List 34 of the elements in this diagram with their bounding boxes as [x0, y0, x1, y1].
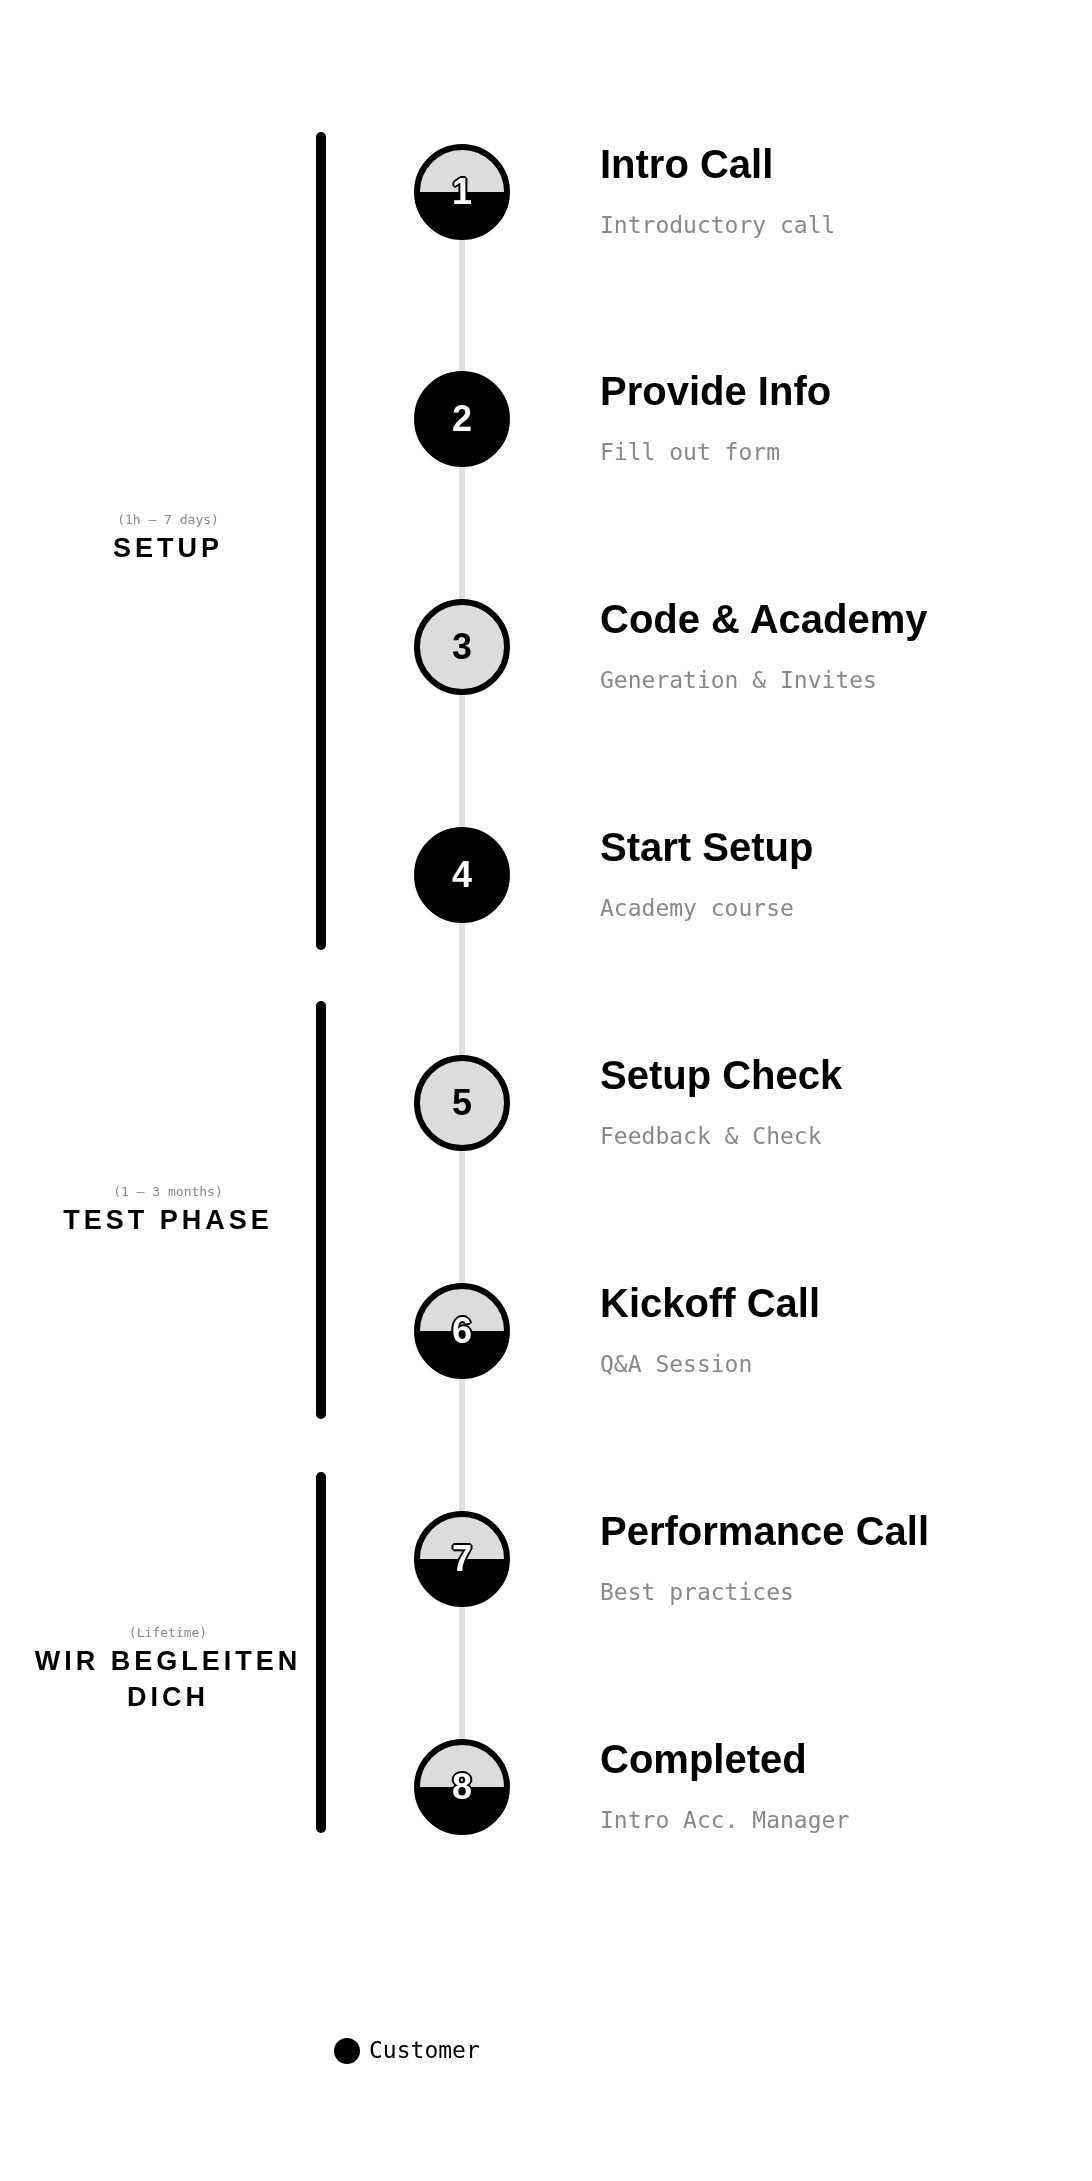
step-description: Academy course [600, 895, 794, 921]
step-description: Intro Acc. Manager [600, 1807, 850, 1833]
step-title: Kickoff Call [600, 1281, 821, 1326]
step-title: Code & Academy [600, 597, 928, 642]
phase-duration: (Lifetime) [127, 1625, 209, 1640]
phase-name: WIR BEGLEITEN DICH [33, 1645, 303, 1714]
step-number-circle: 4 [414, 827, 510, 923]
step-description: Fill out form [600, 439, 780, 465]
connector-line [459, 1607, 465, 1739]
step-description: Q&A Session [600, 1351, 753, 1377]
step-number-circle: 5 [414, 1055, 510, 1151]
legend-label: Customer [369, 2037, 480, 2063]
phase-name: TEST PHASE [62, 1204, 274, 1237]
step-number-circle: 3 [414, 599, 510, 695]
step-description: Introductory call [600, 212, 836, 238]
phase-duration: (1h – 7 days) [116, 512, 220, 527]
connector-line [459, 240, 465, 371]
connector-line [459, 1151, 465, 1283]
step-title: Start Setup [600, 825, 814, 870]
step-title: Performance Call [600, 1509, 930, 1554]
connector-line [459, 695, 465, 827]
step-description: Generation & Invites [600, 667, 877, 693]
connector-line [459, 923, 465, 1055]
connector-line [459, 1379, 465, 1511]
step-title: Intro Call [600, 142, 774, 187]
phase-name: SETUP [112, 532, 224, 565]
phase-duration: (1 – 3 months) [112, 1184, 224, 1199]
step-title: Setup Check [600, 1053, 843, 1098]
step-title: Completed [600, 1737, 807, 1782]
step-description: Best practices [600, 1579, 794, 1605]
connector-line [459, 467, 465, 599]
step-number-circle: 2 [414, 371, 510, 467]
step-title: Provide Info [600, 369, 832, 414]
step-description: Feedback & Check [600, 1123, 822, 1149]
